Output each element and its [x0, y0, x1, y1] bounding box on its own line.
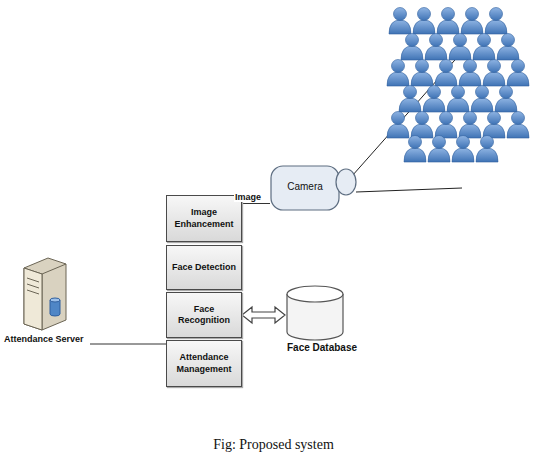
database-cylinder: Face Database	[285, 284, 385, 355]
box-label: Image Enhancement	[167, 207, 241, 230]
person-icon	[435, 60, 457, 87]
process-box: Face Recognition	[166, 292, 242, 338]
process-box: Face Detection	[166, 245, 242, 290]
node-label: Camera	[270, 181, 340, 192]
person-icon	[449, 34, 471, 61]
box-label: Face Detection	[172, 262, 236, 273]
person-icon	[485, 8, 507, 35]
person-icon	[483, 112, 505, 139]
edge-label: Image	[234, 192, 262, 202]
person-icon	[497, 34, 519, 61]
person-icon	[423, 86, 445, 113]
person-icon	[411, 60, 433, 87]
person-icon	[507, 60, 529, 87]
person-icon	[425, 34, 447, 61]
person-icon	[476, 136, 498, 163]
double-arrow	[242, 307, 285, 323]
person-icon	[447, 86, 469, 113]
person-icon	[507, 112, 529, 139]
figure-caption: Fig: Proposed system	[0, 437, 547, 453]
person-icon	[404, 136, 426, 163]
box-label: Attendance Management	[167, 352, 241, 375]
process-box: Image Enhancement	[166, 195, 242, 242]
camera-icon: Camera	[270, 162, 358, 212]
person-icon	[437, 8, 459, 35]
person-icon	[471, 86, 493, 113]
person-icon	[459, 112, 481, 139]
person-icon	[495, 86, 517, 113]
server-shape	[4, 254, 90, 348]
crowd	[387, 8, 529, 163]
server-icon: Attendance Server	[4, 254, 90, 348]
person-icon	[428, 136, 450, 163]
person-icon	[483, 60, 505, 87]
person-icon	[459, 60, 481, 87]
connector-line	[90, 344, 166, 345]
person-icon	[435, 112, 457, 139]
view-line	[352, 52, 462, 176]
person-icon	[399, 86, 421, 113]
connector-line	[242, 203, 270, 204]
node-label: Attendance Server	[4, 334, 84, 344]
person-icon	[473, 34, 495, 61]
person-icon	[401, 34, 423, 61]
person-icon	[461, 8, 483, 35]
view-line	[356, 188, 462, 192]
box-label: Face Recognition	[167, 304, 241, 327]
person-icon	[452, 136, 474, 163]
person-icon	[387, 60, 409, 87]
node-label: Face Database	[287, 342, 357, 353]
process-box: Attendance Management	[166, 340, 242, 387]
person-icon	[411, 112, 433, 139]
person-icon	[387, 112, 409, 139]
person-icon	[413, 8, 435, 35]
person-icon	[389, 8, 411, 35]
